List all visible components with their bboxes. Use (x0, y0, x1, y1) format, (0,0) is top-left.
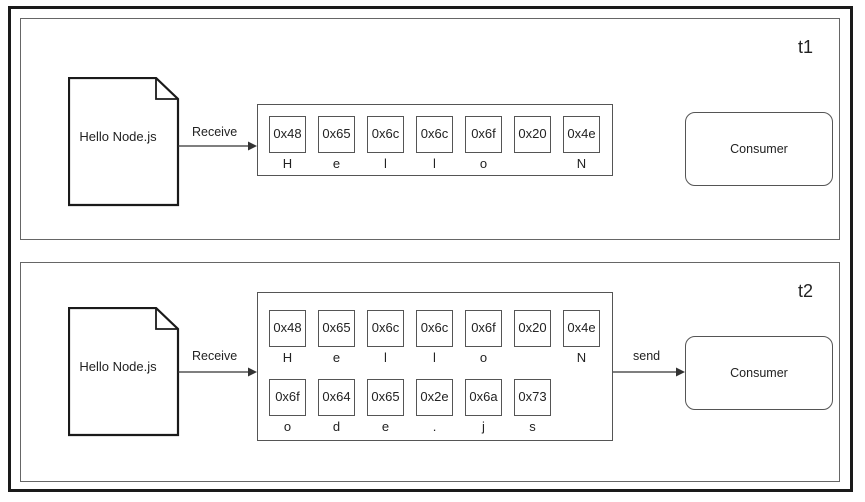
byte-cell: 0x65 (367, 379, 404, 416)
panel-t2: t2 Hello Node.js Receive 0x48 H 0x65 e 0… (20, 262, 840, 482)
receive-label: Receive (192, 349, 238, 363)
document-icon (67, 76, 180, 207)
document: Hello Node.js (67, 306, 180, 437)
byte-hex: 0x20 (518, 126, 547, 141)
byte-hex: 0x4e (567, 320, 596, 335)
byte-cell: 0x6f (465, 116, 502, 153)
byte-hex: 0x6c (371, 126, 400, 141)
byte-hex: 0x48 (273, 320, 302, 335)
byte-hex: 0x4e (567, 126, 596, 141)
byte-cell: 0x6c (416, 310, 453, 347)
byte-cell: 0x6c (416, 116, 453, 153)
byte-hex: 0x6c (420, 126, 449, 141)
byte-char: o (283, 419, 292, 434)
receive-label: Receive (192, 125, 238, 139)
document-text: Hello Node.js (79, 359, 157, 374)
send-label: send (633, 349, 661, 363)
byte-hex: 0x6c (420, 320, 449, 335)
byte-char: o (479, 156, 488, 171)
byte-cell: 0x4e (563, 310, 600, 347)
document: Hello Node.js (67, 76, 180, 207)
byte-cell: 0x4e (563, 116, 600, 153)
byte-hex: 0x6a (469, 389, 498, 404)
consumer-box: Consumer (685, 112, 833, 186)
byte-char: H (282, 156, 293, 171)
byte-char: d (332, 419, 341, 434)
byte-hex: 0x6f (471, 320, 496, 335)
byte-cell: 0x65 (318, 310, 355, 347)
byte-char: l (433, 350, 436, 365)
byte-hex: 0x48 (273, 126, 302, 141)
consumer-label: Consumer (730, 142, 788, 156)
send-arrow (613, 367, 685, 377)
document-text: Hello Node.js (79, 129, 157, 144)
byte-hex: 0x2e (420, 389, 449, 404)
byte-char: j (482, 419, 485, 434)
byte-cell: 0x48 (269, 310, 306, 347)
byte-hex: 0x6f (275, 389, 300, 404)
byte-char: N (576, 350, 587, 365)
byte-cell: 0x48 (269, 116, 306, 153)
byte-cell: 0x20 (514, 116, 551, 153)
panel-time-label: t2 (797, 281, 813, 301)
byte-cell: 0x6f (465, 310, 502, 347)
byte-char: l (384, 156, 387, 171)
receive-arrow (178, 367, 257, 377)
byte-char: l (384, 350, 387, 365)
byte-cell: 0x6c (367, 310, 404, 347)
byte-cell: 0x6a (465, 379, 502, 416)
byte-hex: 0x65 (322, 126, 351, 141)
byte-char: e (332, 350, 341, 365)
byte-char: . (432, 419, 437, 434)
consumer-label: Consumer (730, 366, 788, 380)
diagram-frame: t1 Hello Node.js Receive 0x48 H 0x65 e 0… (8, 6, 853, 492)
byte-cell: 0x64 (318, 379, 355, 416)
byte-cell: 0x20 (514, 310, 551, 347)
document-icon (67, 306, 180, 437)
byte-cell: 0x73 (514, 379, 551, 416)
byte-cell: 0x65 (318, 116, 355, 153)
byte-char: s (529, 419, 536, 434)
byte-char: l (433, 156, 436, 171)
byte-hex: 0x64 (322, 389, 351, 404)
byte-char: N (576, 156, 587, 171)
byte-hex: 0x65 (322, 320, 351, 335)
byte-char: H (282, 350, 293, 365)
panel-time-label: t1 (797, 37, 813, 57)
byte-hex: 0x6c (371, 320, 400, 335)
buffer: 0x48 H 0x65 e 0x6c l 0x6c l 0x6f o 0x20 … (257, 292, 613, 441)
byte-hex: 0x73 (518, 389, 547, 404)
consumer-box: Consumer (685, 336, 833, 410)
receive-arrow (178, 141, 257, 151)
buffer: 0x48 H 0x65 e 0x6c l 0x6c l 0x6f o 0x20 … (257, 104, 613, 176)
byte-hex: 0x65 (371, 389, 400, 404)
byte-char: e (332, 156, 341, 171)
panel-t1: t1 Hello Node.js Receive 0x48 H 0x65 e 0… (20, 18, 840, 240)
byte-hex: 0x6f (471, 126, 496, 141)
byte-cell: 0x6c (367, 116, 404, 153)
byte-char: e (381, 419, 390, 434)
byte-char: o (479, 350, 488, 365)
byte-hex: 0x20 (518, 320, 547, 335)
byte-cell: 0x2e (416, 379, 453, 416)
byte-cell: 0x6f (269, 379, 306, 416)
